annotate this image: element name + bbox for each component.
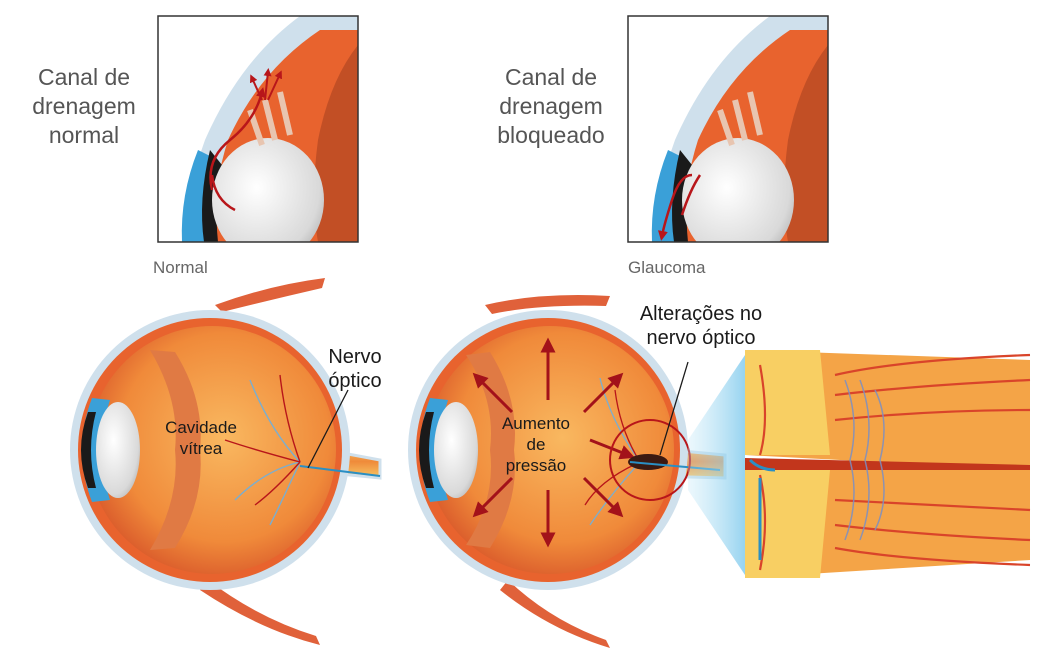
caption-glaucoma: Glaucoma bbox=[628, 258, 705, 278]
pressure-increase-label-line-2: de bbox=[486, 434, 586, 455]
eye-normal bbox=[70, 278, 380, 645]
blocked-drainage-label-line-1: Canal de bbox=[478, 63, 624, 92]
vitreous-cavity-label-line-2: vítrea bbox=[146, 438, 256, 459]
blocked-drainage-label: Canal de drenagem bloqueado bbox=[478, 63, 624, 150]
optic-nerve-label-line-2: óptico bbox=[310, 369, 400, 393]
inset-normal bbox=[158, 16, 358, 262]
blocked-drainage-label-line-3: bloqueado bbox=[478, 121, 624, 150]
optic-nerve-label-line-1: Nervo bbox=[310, 345, 400, 369]
normal-drainage-label-line-3: normal bbox=[14, 121, 154, 150]
inset-glaucoma bbox=[628, 16, 828, 262]
vitreous-cavity-label-line-1: Cavidade bbox=[146, 417, 256, 438]
normal-drainage-label-line-1: Canal de bbox=[14, 63, 154, 92]
pressure-increase-label: Aumento de pressão bbox=[486, 413, 586, 476]
optic-nerve-label: Nervo óptico bbox=[310, 345, 400, 393]
pressure-increase-label-line-3: pressão bbox=[486, 455, 586, 476]
optic-nerve-closeup bbox=[688, 350, 1030, 578]
vitreous-cavity-label: Cavidade vítrea bbox=[146, 417, 256, 459]
optic-nerve-changes-label-line-2: nervo óptico bbox=[612, 326, 790, 350]
normal-drainage-label: Canal de drenagem normal bbox=[14, 63, 154, 150]
optic-nerve-changes-label-line-1: Alterações no bbox=[612, 302, 790, 326]
caption-normal: Normal bbox=[153, 258, 208, 278]
optic-nerve-changes-label: Alterações no nervo óptico bbox=[612, 302, 790, 350]
blocked-drainage-label-line-2: drenagem bbox=[478, 92, 624, 121]
normal-drainage-label-line-2: drenagem bbox=[14, 92, 154, 121]
pressure-increase-label-line-1: Aumento bbox=[486, 413, 586, 434]
